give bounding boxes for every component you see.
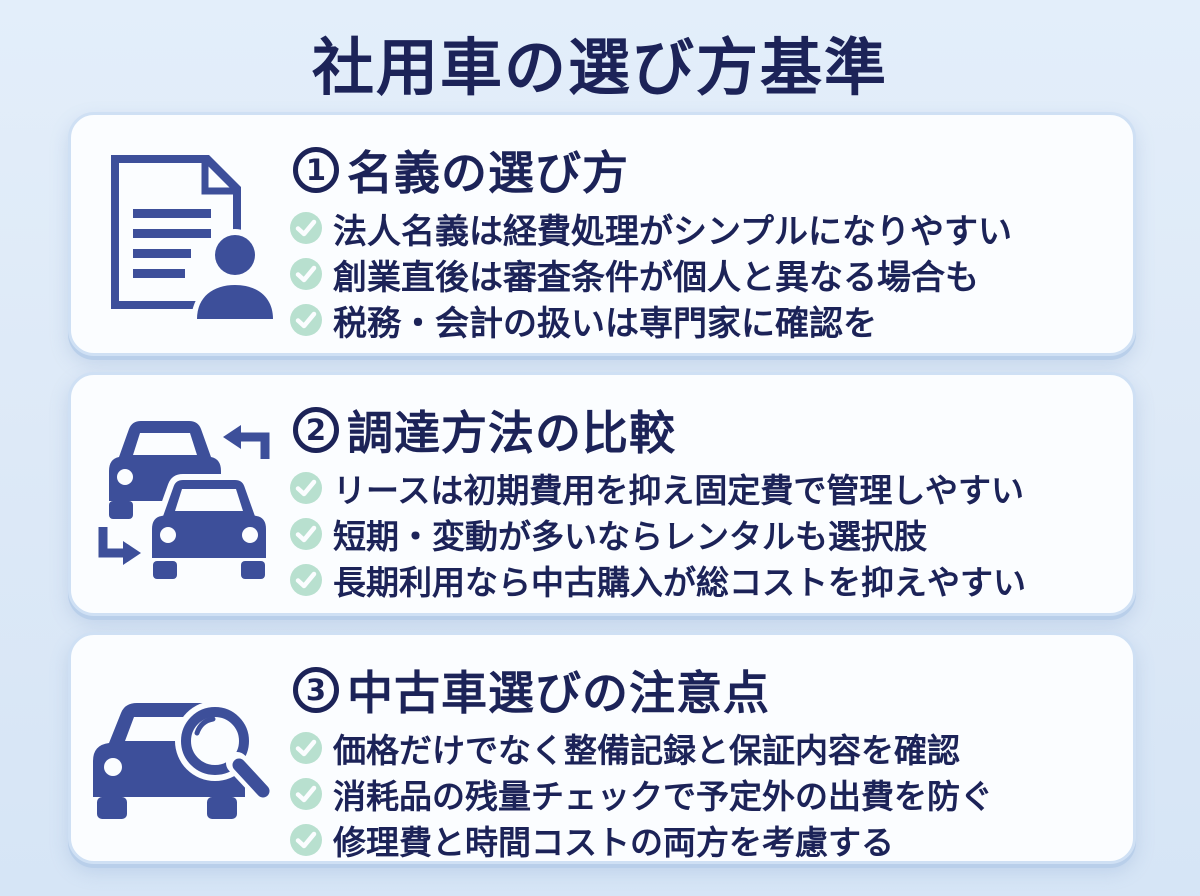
- section-heading-text: 名義の選び方: [347, 146, 629, 200]
- section-number-badge: 2: [293, 407, 339, 453]
- list-item-text: 消耗品の残量チェックで予定外の出費を防ぐ: [333, 777, 993, 816]
- section-number-badge: 1: [293, 147, 339, 193]
- car-magnifier-icon: [89, 657, 279, 847]
- list-item: リースは初期費用を抑え固定費で管理しやすい: [289, 465, 1026, 511]
- section-card-name: 1 名義の選び方 法人名義は経費処理がシンプルになりやすい 創業直後は審査条件が…: [68, 112, 1136, 356]
- check-circle-icon: [290, 304, 322, 336]
- section-card-used-car: 3 中古車選びの注意点 価格だけでなく整備記録と保証内容を確認 消耗品の残量チェ…: [68, 632, 1136, 864]
- check-circle-icon: [290, 824, 322, 856]
- list-item: 短期・変動が多いならレンタルも選択肢: [289, 511, 1026, 557]
- car-exchange-icon: [89, 397, 279, 587]
- section-number-badge: 3: [293, 667, 339, 713]
- list-item: 税務・会計の扱いは専門家に確認を: [289, 297, 1012, 344]
- page-title: 社用車の選び方基準: [311, 31, 888, 104]
- check-circle-icon: [290, 518, 322, 550]
- check-circle-icon: [290, 258, 322, 290]
- list-item: 消耗品の残量チェックで予定外の出費を防ぐ: [289, 771, 993, 817]
- section-heading-text: 中古車選びの注意点: [347, 666, 770, 720]
- list-item-text: 長期利用なら中古購入が総コストを抑えやすい: [333, 563, 1026, 602]
- checklist: リースは初期費用を抑え固定費で管理しやすい 短期・変動が多いならレンタルも選択肢…: [289, 465, 1026, 603]
- list-item-text: 短期・変動が多いならレンタルも選択肢: [333, 517, 927, 556]
- list-item: 長期利用なら中古購入が総コストを抑えやすい: [289, 557, 1026, 603]
- section-heading: 3 中古車選びの注意点: [293, 657, 770, 723]
- list-item-text: リースは初期費用を抑え固定費で管理しやすい: [333, 471, 1025, 510]
- document-person-icon: [89, 137, 279, 327]
- section-heading-text: 調達方法の比較: [347, 406, 676, 460]
- list-item: 法人名義は経費処理がシンプルになりやすい: [289, 205, 1012, 252]
- check-circle-icon: [290, 472, 322, 504]
- list-item: 価格だけでなく整備記録と保証内容を確認: [289, 725, 993, 771]
- list-item: 修理費と時間コストの両方を考慮する: [289, 817, 993, 863]
- check-circle-icon: [290, 212, 322, 244]
- list-item-text: 法人名義は経費処理がシンプルになりやすい: [333, 211, 1012, 252]
- list-item: 創業直後は審査条件が個人と異なる場合も: [289, 251, 1012, 298]
- check-circle-icon: [290, 778, 322, 810]
- section-card-procurement: 2 調達方法の比較 リースは初期費用を抑え固定費で管理しやすい 短期・変動が多い…: [68, 372, 1136, 616]
- list-item-text: 修理費と時間コストの両方を考慮する: [333, 823, 894, 862]
- checklist: 法人名義は経費処理がシンプルになりやすい 創業直後は審査条件が個人と異なる場合も…: [289, 205, 1012, 344]
- checklist: 価格だけでなく整備記録と保証内容を確認 消耗品の残量チェックで予定外の出費を防ぐ…: [289, 725, 993, 863]
- list-item-text: 価格だけでなく整備記録と保証内容を確認: [333, 731, 960, 770]
- section-heading: 1 名義の選び方: [293, 137, 629, 203]
- check-circle-icon: [290, 732, 322, 764]
- list-item-text: 創業直後は審査条件が個人と異なる場合も: [333, 257, 979, 298]
- section-heading: 2 調達方法の比較: [293, 397, 676, 463]
- list-item-text: 税務・会計の扱いは専門家に確認を: [333, 303, 877, 344]
- check-circle-icon: [290, 564, 322, 596]
